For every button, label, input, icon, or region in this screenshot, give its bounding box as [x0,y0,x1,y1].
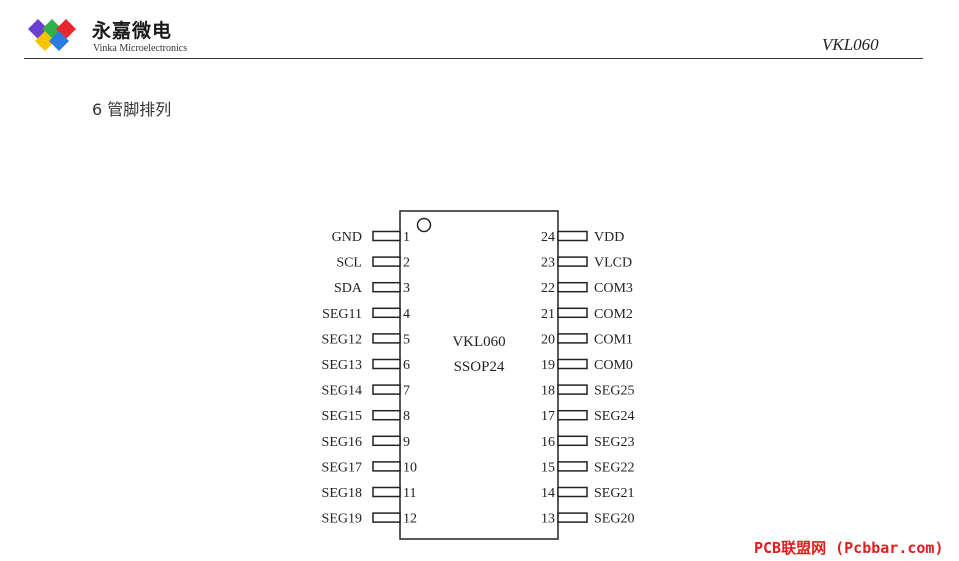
pin-label: SEG14 [322,384,362,399]
pin-label: VDD [594,230,624,245]
pin-lead-left [372,486,401,498]
pin-number: 22 [541,281,555,296]
brand-name-en: Vinka Microelectronics [93,43,188,54]
pin-lead-left [372,281,401,293]
pin-lead-left [372,358,401,370]
chip-body [399,210,559,540]
pin-lead-right [557,461,588,472]
pin-label: SEG20 [594,512,634,527]
pin-lead-left [372,307,401,319]
pin-label: SEG18 [322,486,362,501]
pin-lead-left [372,384,401,395]
chip-package: SSOP24 [454,359,505,375]
pin-lead-right [557,384,588,395]
pin-lead-left [372,256,401,267]
pin-number: 1 [403,230,410,245]
pin-number: 18 [541,384,555,399]
pin-label: SEG15 [322,409,362,424]
pin-number: 14 [541,486,555,501]
pin-label: COM3 [594,281,633,296]
left-pin-column: 1GND2SCL3SDA4SEG115SEG126SEG137SEG148SEG… [322,230,417,527]
pin-lead-left [372,230,401,242]
pin-number: 24 [541,230,555,245]
pin-label: VLCD [594,256,632,271]
pin-lead-right [557,256,588,267]
pin-label: SDA [334,281,363,296]
pin-number: 16 [541,435,555,450]
pin-label: SEG21 [594,486,634,501]
pin-lead-right [557,512,588,523]
pin-number: 3 [403,281,410,296]
pin-lead-right [557,409,588,421]
pin-number: 10 [403,460,417,475]
logo-diamond-blue [49,31,69,51]
chip-part-name: VKL060 [452,334,505,350]
pin-number: 4 [403,307,410,322]
pin-number: 8 [403,409,410,424]
pin-label: SEG12 [322,332,362,347]
pin-number: 15 [541,460,555,475]
pin-lead-right [557,307,588,319]
pin-number: 7 [403,384,410,399]
pin-number: 20 [541,332,555,347]
pin-number: 12 [403,512,417,527]
pin-lead-right [557,281,588,293]
doc-title: VKL060 [822,35,879,54]
pin-label: SEG13 [322,358,362,373]
pin-label: GND [332,230,362,245]
pin-lead-left [372,435,401,447]
pin-number: 17 [541,409,555,424]
pin-label: SEG11 [322,307,362,322]
pin-label: SEG24 [594,409,634,424]
pin-label: SEG22 [594,460,634,475]
header-divider [24,58,923,59]
pin-label: SEG19 [322,512,362,527]
pin1-marker [416,217,432,233]
pin-number: 23 [541,256,555,271]
pin-lead-right [557,230,588,242]
pin-lead-right [557,358,588,370]
pin-label: SEG17 [322,460,362,475]
pin-number: 9 [403,435,410,450]
pin-lead-right [557,486,588,498]
pin-number: 13 [541,512,555,527]
pin-lead-left [372,461,401,472]
pin-label: COM0 [594,358,633,373]
pin-label: COM1 [594,332,633,347]
pin-number: 5 [403,332,410,347]
pin-label: SEG16 [322,435,362,450]
brand-name-cn: 永嘉微电 [92,20,173,42]
section-title: 6 管脚排列 [92,100,172,119]
pin-lead-left [372,512,401,523]
pin-lead-right [557,435,588,447]
pin-label: SEG23 [594,435,634,450]
pin-lead-left [372,409,401,421]
watermark: PCB联盟网 (Pcbbar.com) [754,539,944,557]
pin-lead-left [372,333,401,344]
pin-label: SEG25 [594,384,634,399]
pin-number: 2 [403,256,410,271]
pin-label: SCL [336,256,362,271]
vinka-logo [28,19,76,51]
pin-lead-right [557,333,588,344]
pin-number: 19 [541,358,555,373]
pin-number: 11 [403,486,416,501]
pin-number: 21 [541,307,555,322]
pin-label: COM2 [594,307,633,322]
pin-number: 6 [403,358,410,373]
logo-diamond-yellow [35,31,55,51]
